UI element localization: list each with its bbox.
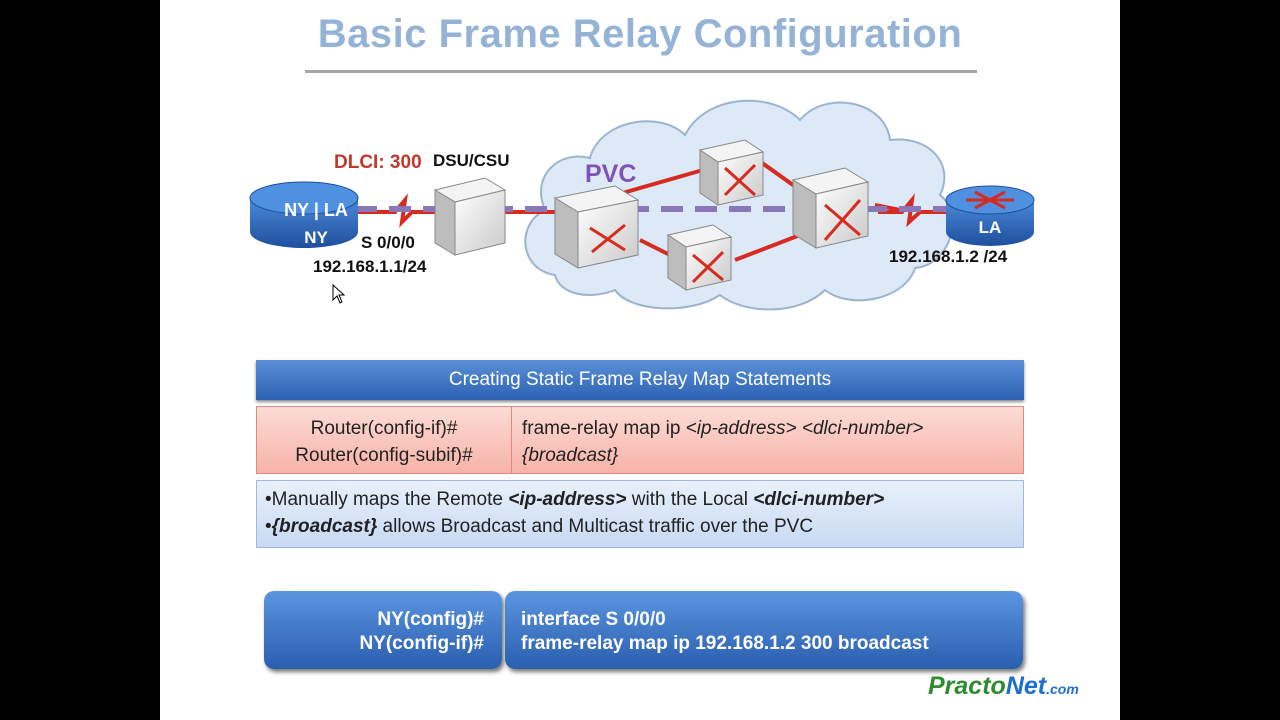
ny-interface-label: S 0/0/0 <box>361 233 415 252</box>
map-statements-header: Creating Static Frame Relay Map Statemen… <box>256 360 1024 400</box>
frame-relay-switch-2 <box>698 139 765 206</box>
logo-part-3: .com <box>1046 681 1079 697</box>
notes-box: •Manually maps the Remote <ip-address> w… <box>256 480 1024 548</box>
la-ip-label: 192.168.1.2 /24 <box>889 247 1008 266</box>
frame-relay-cloud <box>524 99 954 311</box>
syntax-ip-param: <ip-address> <box>685 418 797 439</box>
prompt-config-if: Router(config-if)# <box>310 418 458 439</box>
logo-part-2: Net <box>1005 672 1047 700</box>
prompt-ny-config-if: NY(config-if)# <box>359 633 484 654</box>
ny-router-label: NY | LA <box>284 200 348 220</box>
dlci-label: DLCI: 300 <box>334 152 422 173</box>
map-prompts: Router(config-if)# Router(config-subif)# <box>257 415 511 469</box>
command-lines-box: interface S 0/0/0 frame-relay map ip 192… <box>505 591 1023 669</box>
note-1-ip: <ip-address> <box>508 489 627 510</box>
dsu-csu-label: DSU/CSU <box>433 151 510 170</box>
command-prompts-box: NY(config)# NY(config-if)# <box>264 591 502 669</box>
pvc-label: PVC <box>585 160 637 188</box>
syntax-broadcast-param: {broadcast} <box>522 445 619 466</box>
frame-relay-switch-4 <box>791 167 870 249</box>
title-divider <box>305 70 977 73</box>
note-2-bullet: • <box>265 516 272 537</box>
slide: Basic Frame Relay Configuration <box>160 0 1120 720</box>
la-router <box>945 185 1035 246</box>
mouse-cursor-icon <box>332 284 346 304</box>
frame-relay-switch-3 <box>666 224 733 291</box>
network-diagram <box>249 99 1035 311</box>
prompt-ny-config: NY(config)# <box>377 609 484 630</box>
la-router-name: LA <box>978 218 1002 237</box>
note-2-broadcast: {broadcast} <box>271 516 378 537</box>
dsu-csu-device <box>433 177 507 256</box>
command-lines: interface S 0/0/0 frame-relay map ip 192… <box>521 608 929 656</box>
note-line-2: •{broadcast} allows Broadcast and Multic… <box>265 513 1023 540</box>
command-interface: interface S 0/0/0 <box>521 609 666 630</box>
command-prompts: NY(config)# NY(config-if)# <box>359 608 484 656</box>
ny-ip-label: 192.168.1.1/24 <box>313 257 427 276</box>
note-1-dlci: <dlci-number> <box>753 489 885 510</box>
column-divider <box>511 407 512 473</box>
prompt-config-subif: Router(config-subif)# <box>295 445 473 466</box>
command-frame-relay-map: frame-relay map ip 192.168.1.2 300 broad… <box>521 633 929 654</box>
syntax-dlci-param: <dlci-number> <box>801 418 924 439</box>
slide-title: Basic Frame Relay Configuration <box>317 12 963 56</box>
map-statements-row: Router(config-if)# Router(config-subif)#… <box>256 406 1024 474</box>
map-syntax: frame-relay map ip <ip-address> <dlci-nu… <box>522 415 1012 469</box>
note-1-text: •Manually maps the Remote <box>265 489 509 510</box>
note-line-1: •Manually maps the Remote <ip-address> w… <box>265 486 1023 513</box>
syntax-command: frame-relay map ip <box>522 418 686 439</box>
ny-router-name: NY <box>304 228 328 247</box>
note-2-text: allows Broadcast and Multicast traffic o… <box>377 516 814 537</box>
ny-router <box>249 181 359 248</box>
practonet-logo: PractoNet.com <box>928 672 1079 701</box>
logo-part-1: Practo <box>928 672 1006 700</box>
frame-relay-switch-1 <box>553 185 640 269</box>
note-1-mid: with the Local <box>626 489 754 510</box>
